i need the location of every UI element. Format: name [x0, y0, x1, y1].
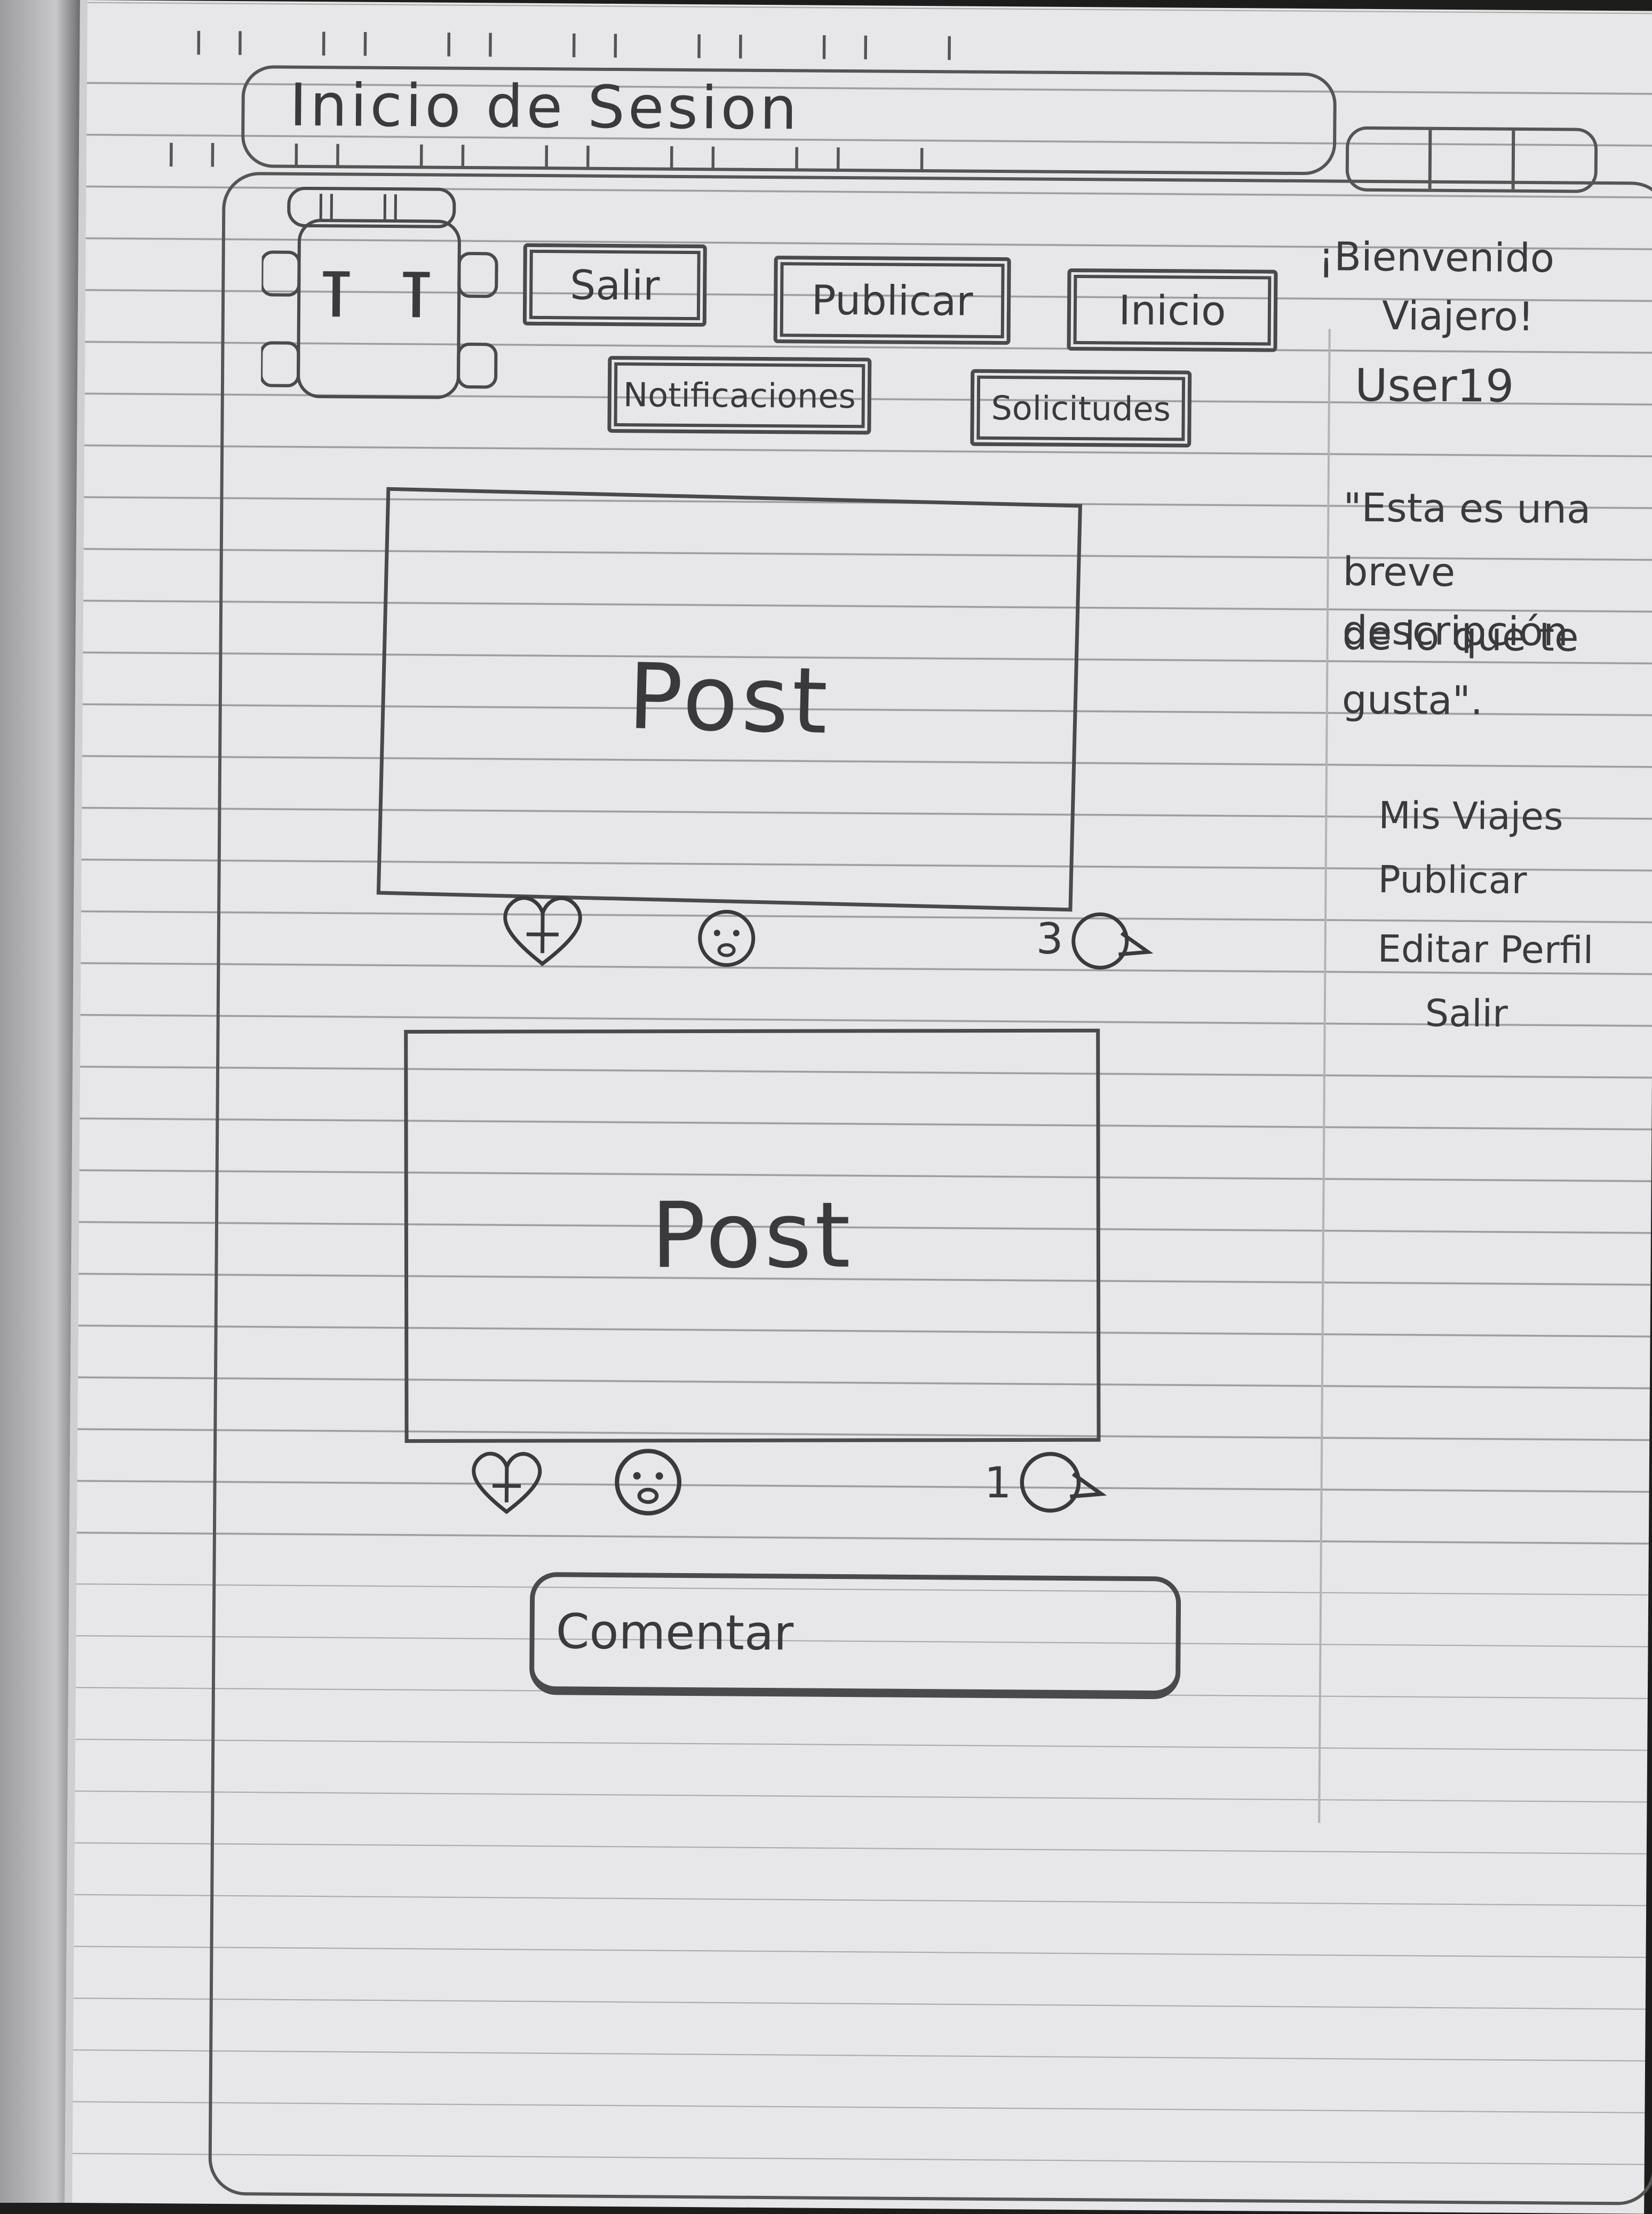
salir-button[interactable]: Salir — [523, 243, 707, 327]
comment-count: 3 — [1036, 914, 1063, 964]
welcome-line-1: ¡Bienvenido — [1318, 227, 1554, 288]
welcome-line-2: Viajero! — [1382, 287, 1534, 346]
sketch-marks-bottom: ׀ ׀׀ ׀׀ ׀׀ ׀׀ ׀׀ ׀׀ — [166, 134, 959, 177]
username: User19 — [1355, 356, 1514, 416]
description-line-3: de lo que te — [1342, 607, 1579, 667]
description-line-4: gusta". — [1342, 671, 1483, 731]
notebook-page: ׀ ׀׀ ׀׀ ׀׀ ׀׀ ׀׀ ׀׀ Inicio de Sesion ׀ ׀… — [65, 0, 1652, 2214]
sidebar-link-salir[interactable]: Salir — [1425, 991, 1508, 1036]
heart-icon[interactable] — [466, 1443, 547, 1519]
sidebar-link-editar-perfil[interactable]: Editar Perfil — [1377, 927, 1593, 972]
backpack-icon — [261, 182, 503, 408]
comment-count: 1 — [984, 1458, 1012, 1507]
description-line-1: "Esta es una — [1343, 479, 1591, 539]
comment-icon[interactable] — [1068, 909, 1154, 973]
publicar-button[interactable]: Publicar — [774, 256, 1011, 345]
solicitudes-button[interactable]: Solicitudes — [970, 369, 1192, 448]
sidebar-link-publicar[interactable]: Publicar — [1378, 858, 1527, 902]
post-card[interactable]: Post — [377, 487, 1082, 912]
comment-input[interactable] — [529, 1572, 1181, 1700]
post-card[interactable]: Post — [404, 1029, 1100, 1443]
comment-icon[interactable] — [1016, 1447, 1107, 1517]
heart-icon[interactable] — [497, 889, 588, 970]
face-icon[interactable] — [694, 906, 759, 971]
window-title: Inicio de Sesion — [289, 71, 800, 143]
inicio-button[interactable]: Inicio — [1067, 268, 1277, 352]
sidebar-link-mis-viajes[interactable]: Mis Viajes — [1378, 793, 1563, 838]
notificaciones-button[interactable]: Notificaciones — [607, 356, 871, 434]
sketch-marks-top: ׀ ׀׀ ׀׀ ׀׀ ׀׀ ׀׀ ׀׀ — [194, 22, 986, 65]
face-icon[interactable] — [610, 1445, 686, 1520]
